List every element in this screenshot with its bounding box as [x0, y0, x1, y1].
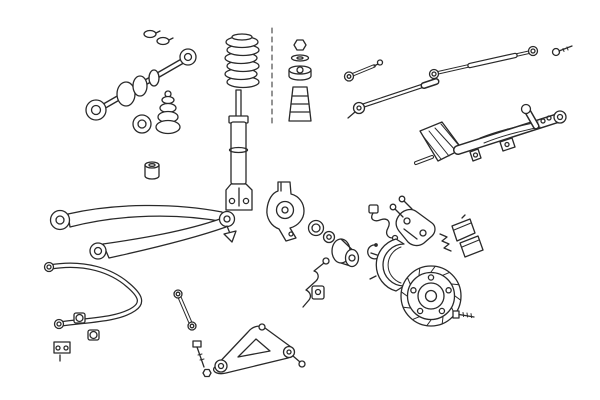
- part-wheel-bolt: [452, 310, 475, 319]
- part-stabilizer-clamps: [53, 312, 100, 362]
- part-sensor-cable: [368, 204, 399, 242]
- part-brake-hose: [302, 257, 330, 308]
- part-coil-spring: [224, 33, 260, 89]
- part-tie-rod: [347, 78, 440, 119]
- part-shock-strut: [225, 89, 253, 211]
- part-arm-bushing: [144, 161, 160, 180]
- part-rack-bolt: [551, 45, 573, 57]
- part-brake-disc: [400, 265, 462, 327]
- part-carrier-bolts: [389, 195, 413, 218]
- part-wheel-hub: [331, 238, 360, 268]
- part-steering-knuckle: [266, 181, 305, 242]
- part-dust-shield: [369, 238, 405, 292]
- part-caliper-carrier: [395, 208, 436, 247]
- part-drive-shaft: [85, 48, 197, 135]
- part-steering-rack: [414, 103, 567, 165]
- part-stabilizer-bar: [43, 261, 143, 330]
- part-boot-clamps: [143, 29, 174, 46]
- part-arm-bolt: [192, 340, 212, 378]
- part-stabilizer-link: [173, 289, 197, 331]
- part-upper-control-arm: [49, 204, 237, 260]
- part-washer: [322, 230, 336, 244]
- part-wheel-bearing: [307, 219, 325, 237]
- part-tie-rod-end: [343, 59, 384, 82]
- part-brake-pads: [451, 214, 484, 258]
- part-pad-spring: [439, 233, 452, 252]
- part-strut-mount-kit: [288, 39, 312, 122]
- part-steering-damper: [428, 45, 539, 80]
- part-lower-control-arm: [212, 323, 306, 375]
